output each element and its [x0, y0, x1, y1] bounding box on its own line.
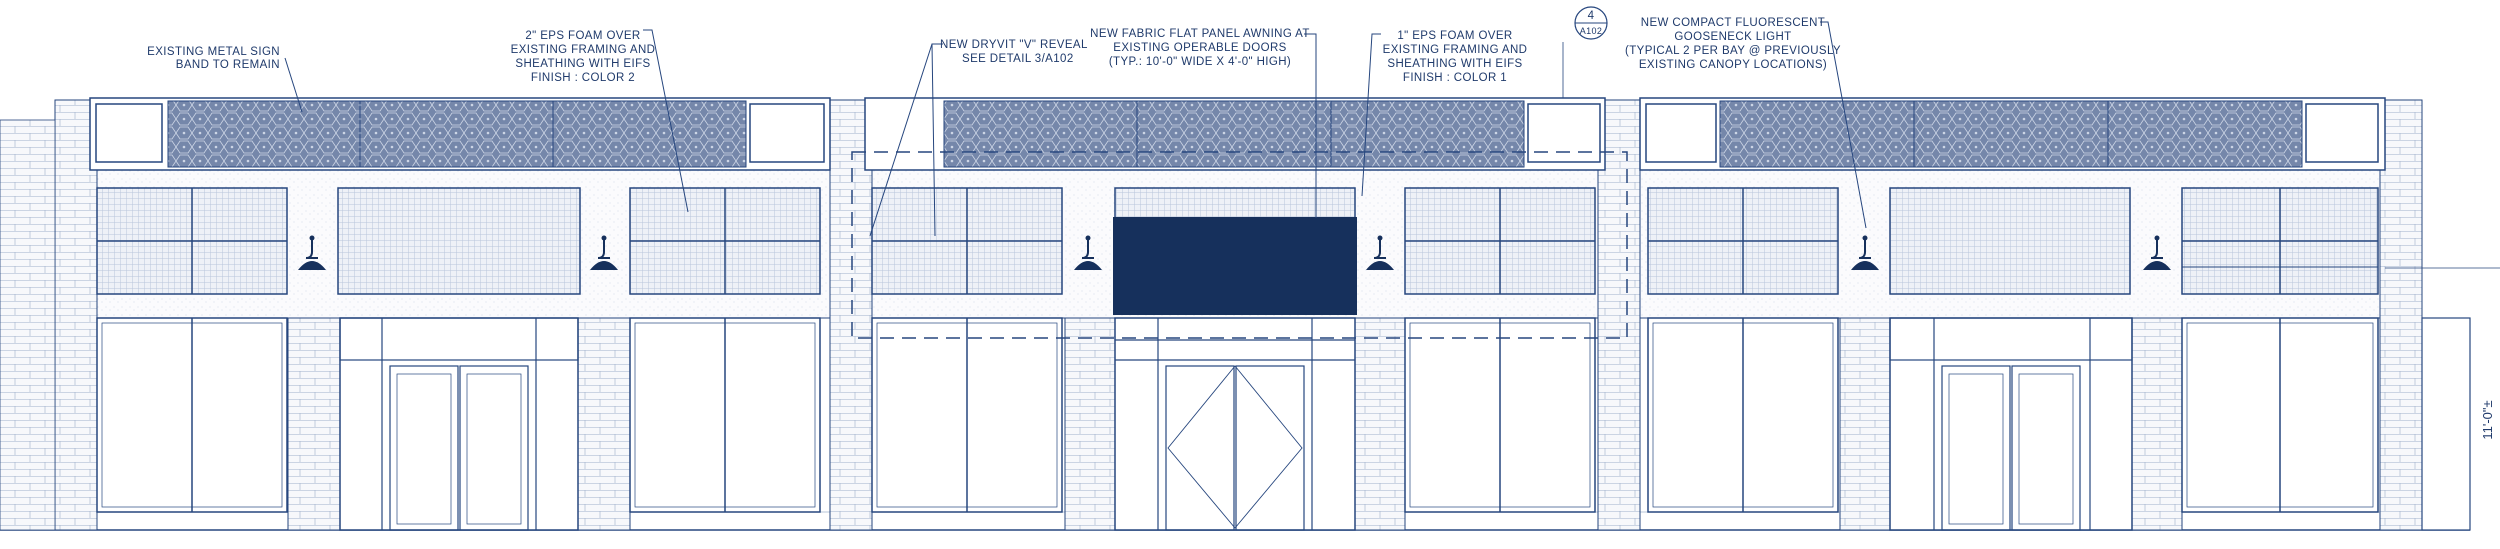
note-line: NEW DRYVIT "V" REVEAL: [940, 39, 1088, 51]
note-line: (TYPICAL 2 PER BAY @ PREVIOUSLY: [1625, 45, 1841, 57]
brick-piers: [0, 99, 2423, 531]
note-line: FINISH : COLOR 1: [1403, 72, 1507, 84]
note-line: EXISTING FRAMING AND: [511, 44, 656, 56]
note-line: SEE DETAIL 3/A102: [962, 53, 1074, 65]
sign-band: [89, 97, 2386, 171]
annotation-eps-foam-1in: 1" EPS FOAM OVER EXISTING FRAMING AND SH…: [1383, 30, 1528, 84]
adjacent-building: [2385, 267, 2471, 531]
note-line: EXISTING CANOPY LOCATIONS): [1639, 59, 1827, 71]
leader-lines: [284, 21, 1867, 237]
dimension-label: 11'-0"±: [2480, 400, 2495, 439]
gooseneck-lights: [298, 235, 2171, 270]
note-line: FINISH : COLOR 2: [531, 72, 635, 84]
note-line: BAND TO REMAIN: [176, 59, 280, 71]
note-line: 1" EPS FOAM OVER: [1397, 30, 1512, 42]
annotation-sign-band: EXISTING METAL SIGN BAND TO REMAIN: [147, 46, 280, 71]
detail-tag-sheet: A102: [1580, 26, 1603, 36]
door-bays: [339, 317, 2133, 531]
note-line: SHEATHING WITH EIFS: [515, 58, 650, 70]
note-line: SHEATHING WITH EIFS: [1387, 58, 1522, 70]
note-line: EXISTING METAL SIGN: [147, 46, 280, 58]
note-line: GOOSENECK LIGHT: [1674, 31, 1791, 43]
annotation-awning: NEW FABRIC FLAT PANEL AWNING AT EXISTING…: [1090, 28, 1310, 68]
height-dimension: 11'-0"±: [2470, 267, 2500, 440]
annotation-drywall-reveal: NEW DRYVIT "V" REVEAL SEE DETAIL 3/A102: [940, 39, 1088, 65]
note-line: EXISTING FRAMING AND: [1383, 44, 1528, 56]
note-line: EXISTING OPERABLE DOORS: [1113, 42, 1286, 54]
fabric-awning: [1113, 217, 1357, 315]
storefront-windows: [96, 317, 2379, 513]
note-line: (TYP.: 10'-0" WIDE X 4'-0" HIGH): [1109, 56, 1291, 68]
drywall-reveal-outline: [851, 151, 1628, 339]
note-line: NEW COMPACT FLUORESCENT: [1641, 17, 1825, 29]
note-line: 2" EPS FOAM OVER: [525, 30, 640, 42]
note-line: NEW FABRIC FLAT PANEL AWNING AT: [1090, 28, 1310, 40]
detail-tag-number: 4: [1588, 10, 1595, 22]
detail-tag: 4 A102: [1562, 6, 1608, 98]
annotation-gooseneck: NEW COMPACT FLUORESCENT GOOSENECK LIGHT …: [1625, 17, 1841, 71]
upper-windows: [96, 187, 2379, 295]
annotation-eps-foam-2in: 2" EPS FOAM OVER EXISTING FRAMING AND SH…: [511, 30, 656, 84]
